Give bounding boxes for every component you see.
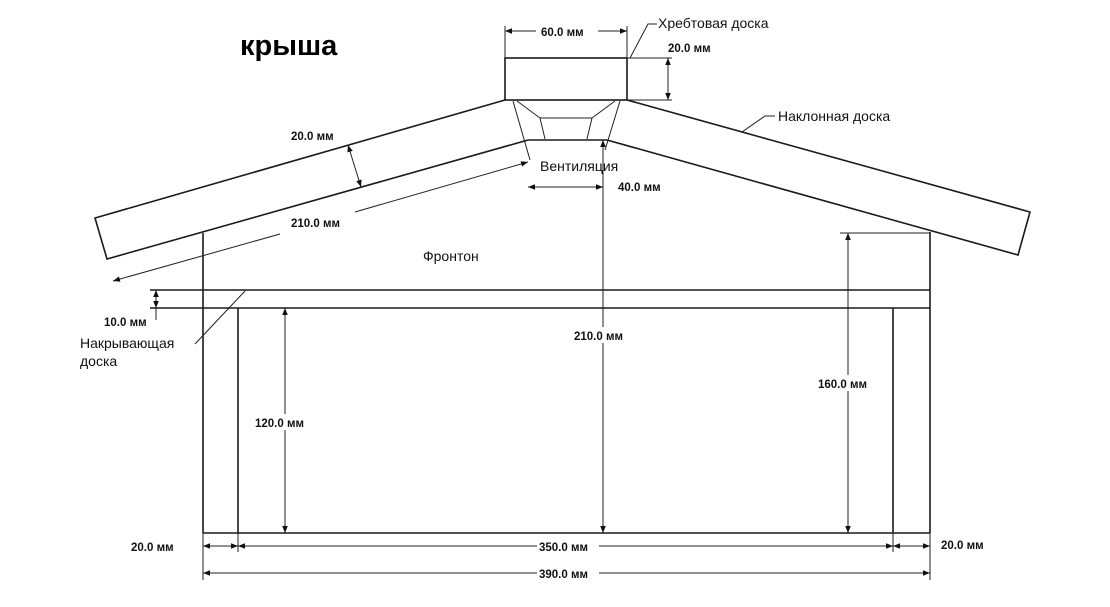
ridge-width-label: 60.0 мм — [541, 27, 584, 39]
center-height-label: 210.0 мм — [574, 331, 623, 343]
inner-width-label: 350.0 мм — [539, 542, 588, 554]
walls — [202, 232, 931, 534]
vent-width-label: 40.0 мм — [618, 182, 661, 194]
ridge-height-label: 20.0 мм — [668, 43, 711, 55]
cover-board-label-1: Накрывающая — [80, 335, 174, 351]
cover-board — [150, 289, 930, 309]
cover-board-label-2: доска — [80, 353, 117, 369]
diagram-title: крыша — [240, 30, 338, 62]
rafter-length-label: 210.0 мм — [291, 218, 340, 230]
left-wall-height-label: 120.0 мм — [255, 418, 304, 430]
right-post-label: 20.0 мм — [941, 540, 984, 552]
cover-thickness-label: 10.0 мм — [104, 317, 147, 329]
left-rafter — [94, 99, 529, 260]
ridge-board — [504, 57, 628, 101]
ventilation-opening — [512, 100, 621, 161]
sloped-board-label: Наклонная доска — [778, 108, 890, 124]
right-rafter — [606, 99, 1031, 256]
right-wall-height-label: 160.0 мм — [818, 379, 867, 391]
left-post-label: 20.0 мм — [131, 542, 174, 554]
ventilation-label: Вентиляция — [540, 158, 618, 174]
total-width-label: 390.0 мм — [539, 569, 588, 581]
gable-label: Фронтон — [423, 248, 479, 264]
rafter-thickness-label: 20.0 мм — [291, 131, 334, 143]
ridge-board-label: Хребтовая доска — [658, 15, 769, 31]
rafter-thickness-dimension — [347, 144, 362, 188]
